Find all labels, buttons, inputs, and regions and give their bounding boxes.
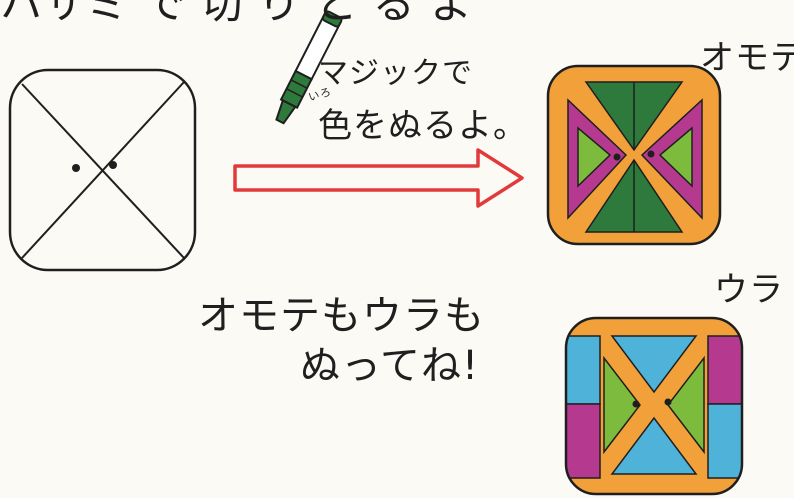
plain-square-icon: [8, 68, 197, 272]
arrow-right-icon: [233, 148, 524, 208]
pen-caption-line2: 色をぬるよ。: [318, 106, 528, 146]
label-front: オモテ: [700, 38, 794, 78]
marker-pen-icon: [275, 10, 343, 125]
instruction-line2: ぬってね!: [300, 343, 480, 389]
label-back: ウラ: [714, 270, 784, 310]
instruction-line1: オモテもウラも: [198, 293, 485, 339]
top-caption: ハサミ で 切 り と る よ: [0, 0, 474, 28]
colored-back-square-icon: [564, 316, 744, 496]
colored-front-square-icon: [546, 64, 722, 246]
pen-caption-line1: マジックで: [318, 56, 473, 91]
